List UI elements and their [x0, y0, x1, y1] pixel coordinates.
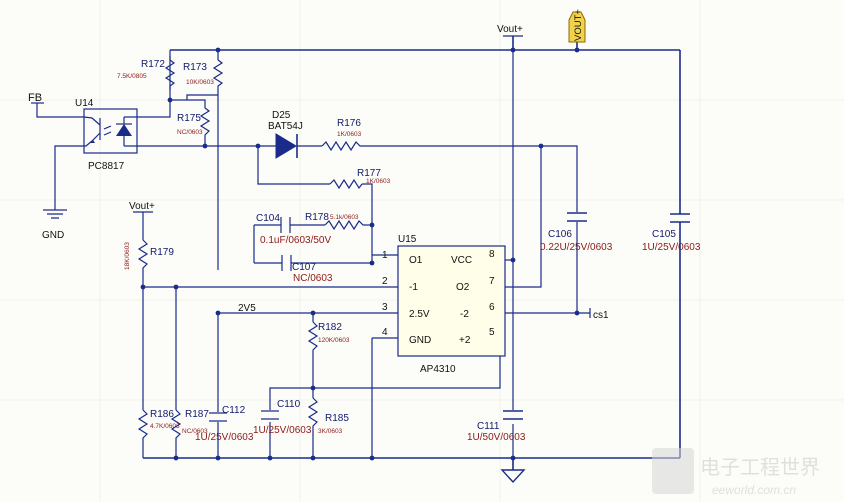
resistor-r177-symbol — [329, 178, 363, 190]
u14-part: PC8817 — [88, 161, 125, 172]
capacitor-c104-symbol — [280, 217, 291, 233]
resistor-r176-symbol — [321, 140, 362, 152]
r177-ref: R177 — [357, 168, 381, 179]
r179-ref: R179 — [150, 247, 174, 258]
c107-value: NC/0603 — [293, 273, 333, 284]
net-fb-label: FB — [28, 92, 42, 104]
r179-value: 18K/0603 — [124, 242, 131, 270]
r175-value: NC/0603 — [177, 129, 203, 136]
resistor-r185-symbol — [307, 397, 319, 430]
net-vout-flag-label: VOUT+ — [573, 9, 584, 41]
watermark-cn: 电子工程世界 — [700, 456, 820, 479]
ground-symbol-left — [43, 209, 67, 219]
net-vout-top-label: Vout+ — [497, 24, 523, 35]
r187-value: NC/0603 — [182, 428, 208, 435]
r182-ref: R182 — [318, 322, 342, 333]
capacitor-c106-symbol — [567, 212, 587, 222]
capacitor-c110-symbol — [261, 410, 279, 420]
net-gnd-label: GND — [42, 230, 64, 241]
c105-value: 1U/25V/0603 — [642, 242, 701, 253]
u15-pin5-num: 5 — [489, 327, 495, 338]
c106-value: 0.22U/25V/0603 — [540, 242, 613, 253]
r185-ref: R185 — [325, 413, 349, 424]
r173-ref: R173 — [183, 62, 207, 73]
c111-value: 1U/50V/0603 — [467, 432, 526, 443]
u15-pin6-num: 6 — [489, 302, 495, 313]
u15-ref: U15 — [398, 234, 417, 245]
net-vout-left-label: Vout+ — [129, 201, 155, 212]
r178-value: 5.1k/0603 — [330, 214, 359, 221]
wires — [36, 36, 681, 470]
u15-pin4-name: GND — [409, 335, 431, 346]
u14-ref: U14 — [75, 98, 94, 109]
watermark: 电子工程世界 eeworld.com.cn — [652, 448, 820, 497]
u15-pin2-num: 2 — [382, 276, 388, 287]
resistor-r172-symbol — [164, 56, 176, 90]
optocoupler-u14-symbol — [83, 108, 138, 154]
net-2v5-label: 2V5 — [238, 303, 256, 314]
c104-ref: C104 — [256, 213, 280, 224]
c105-ref: C105 — [652, 229, 676, 240]
r178-ref: R178 — [305, 212, 329, 223]
r176-ref: R176 — [337, 118, 361, 129]
u15-pin7-num: 7 — [489, 276, 495, 287]
r176-value: 1K/0603 — [337, 131, 362, 138]
c110-value: 1U/25V/0603 — [253, 425, 312, 436]
capacitor-c112-symbol — [209, 412, 227, 422]
r186-ref: R186 — [150, 409, 174, 420]
u15-pin2-name: -1 — [409, 282, 418, 293]
resistor-r187-symbol — [170, 409, 182, 443]
vout-flag-symbol — [568, 11, 586, 43]
resistor-r182-symbol — [307, 321, 319, 356]
r187-ref: R187 — [185, 409, 209, 420]
d25-part: BAT54J — [268, 121, 303, 132]
junctions — [140, 47, 580, 461]
u15-pin1-num: 1 — [382, 250, 388, 261]
c111-ref: C111 — [477, 421, 500, 432]
diode-d25-symbol — [275, 133, 298, 159]
r173-value: 10K/0603 — [186, 79, 214, 86]
c106-ref: C106 — [548, 229, 572, 240]
capacitor-c105-symbol — [670, 213, 690, 223]
capacitor-c107-symbol — [281, 255, 292, 271]
u15-pin3-name: 2.5V — [409, 309, 430, 320]
resistor-r175-symbol — [199, 107, 211, 140]
r186-value: 4.7K/0603 — [150, 423, 180, 430]
u15-pin5-name: +2 — [459, 335, 471, 346]
u15-pin6-name: -2 — [460, 309, 469, 320]
u15-pin8-num: 8 — [489, 249, 495, 260]
c110-ref: C110 — [277, 399, 301, 410]
u15-pin3-num: 3 — [382, 302, 388, 313]
watermark-url: eeworld.com.cn — [712, 483, 796, 497]
u15-part: AP4310 — [420, 364, 456, 375]
d25-ref: D25 — [272, 110, 291, 121]
u15-pin8-name: VCC — [451, 255, 472, 266]
u15-pin7-name: O2 — [456, 282, 470, 293]
r182-value: 120K/0603 — [318, 337, 350, 344]
resistor-r179-symbol — [137, 239, 149, 275]
ic-u15-symbol — [390, 245, 506, 357]
resistor-r178-symbol — [324, 219, 365, 231]
u15-pin1-name: O1 — [409, 255, 423, 266]
c104-value: 0.1uF/0603/50V — [260, 235, 331, 246]
resistor-r173-symbol — [212, 59, 224, 90]
r185-value: 3K/0603 — [318, 428, 343, 435]
r172-value: 7.5K/0805 — [117, 73, 147, 80]
ground-symbol-bottom — [500, 469, 526, 484]
resistor-r186-symbol — [137, 409, 149, 443]
c112-ref: C112 — [222, 405, 246, 416]
r172-ref: R172 — [141, 59, 165, 70]
capacitor-c111-symbol — [503, 410, 523, 420]
net-cs1-label: cs1 — [593, 310, 609, 321]
u15-pin4-num: 4 — [382, 327, 388, 338]
r175-ref: R175 — [177, 113, 201, 124]
r177-value: 1K/0603 — [366, 178, 391, 185]
c107-ref: C107 — [292, 262, 316, 273]
c112-value: 1U/25V/0603 — [195, 432, 254, 443]
